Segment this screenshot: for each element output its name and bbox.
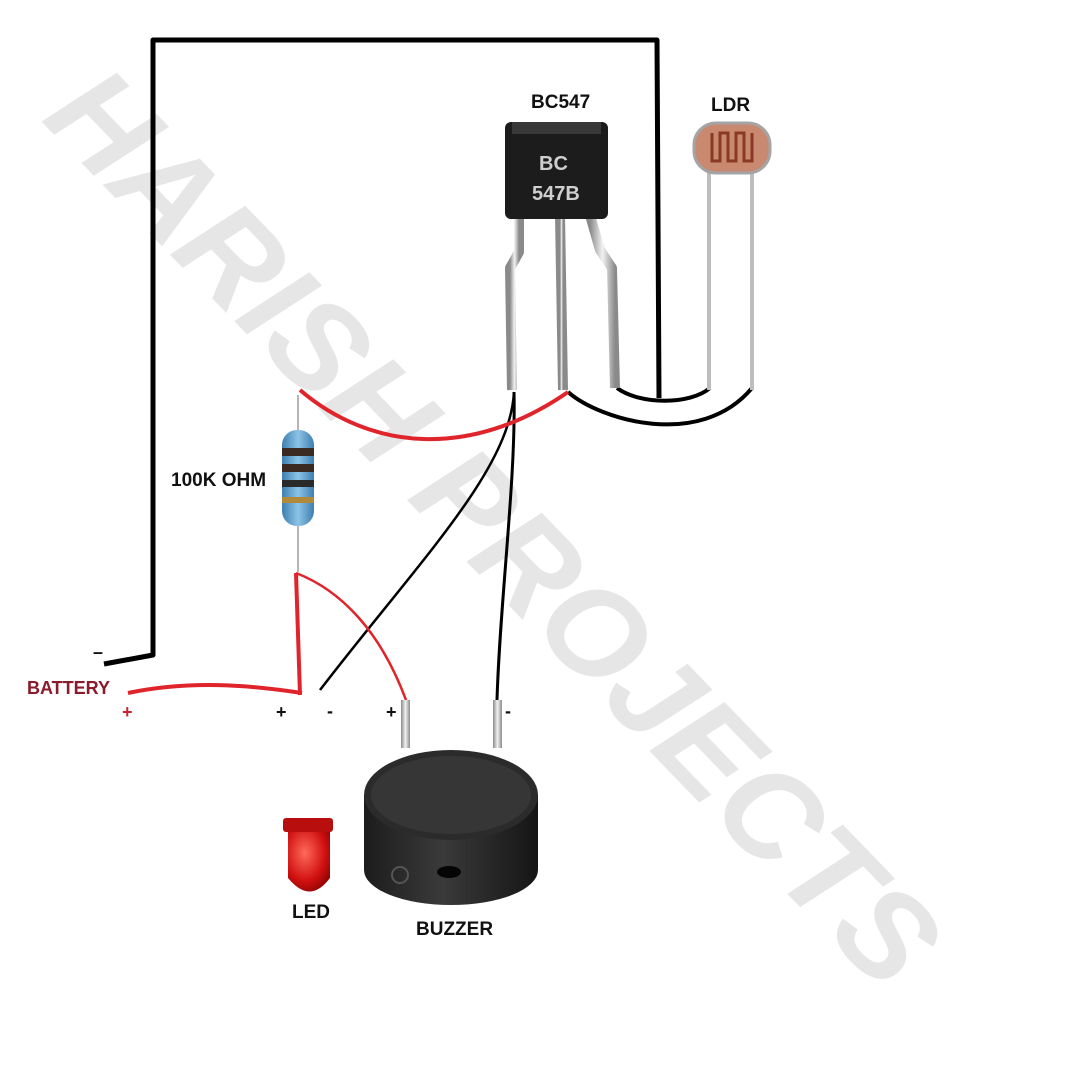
buzzer-negative-sign: -: [505, 701, 511, 721]
transistor-label: BC547: [531, 92, 590, 113]
transistor-marking-line2: 547B: [532, 183, 580, 205]
wire-ldr-emitter: [566, 386, 754, 427]
battery-negative-sign: –: [93, 642, 103, 662]
buzzer-label: BUZZER: [416, 919, 493, 940]
transistor-marking-line1: BC: [539, 153, 568, 175]
wire-collector-buzzer-negative: [495, 391, 516, 701]
battery-positive-sign: +: [122, 702, 133, 722]
ldr: [692, 121, 772, 390]
wire-resistor-base: [298, 388, 570, 441]
ldr-label: LDR: [711, 95, 750, 116]
resistor: [282, 395, 314, 572]
resistor-label: 100K OHM: [171, 470, 266, 491]
buzzer: [364, 700, 538, 905]
led: [283, 700, 333, 892]
wire-resistor-buzzer-positive: [295, 571, 408, 701]
wire-battery-negative: [103, 37, 662, 667]
led-label: LED: [292, 902, 330, 923]
transistor: BC 547B: [505, 122, 620, 391]
buzzer-positive-sign: +: [386, 702, 397, 722]
battery-label: BATTERY: [27, 678, 110, 698]
led-positive-sign: +: [276, 702, 287, 722]
wire-battery-positive: [127, 572, 303, 696]
led-negative-sign: -: [327, 701, 333, 721]
